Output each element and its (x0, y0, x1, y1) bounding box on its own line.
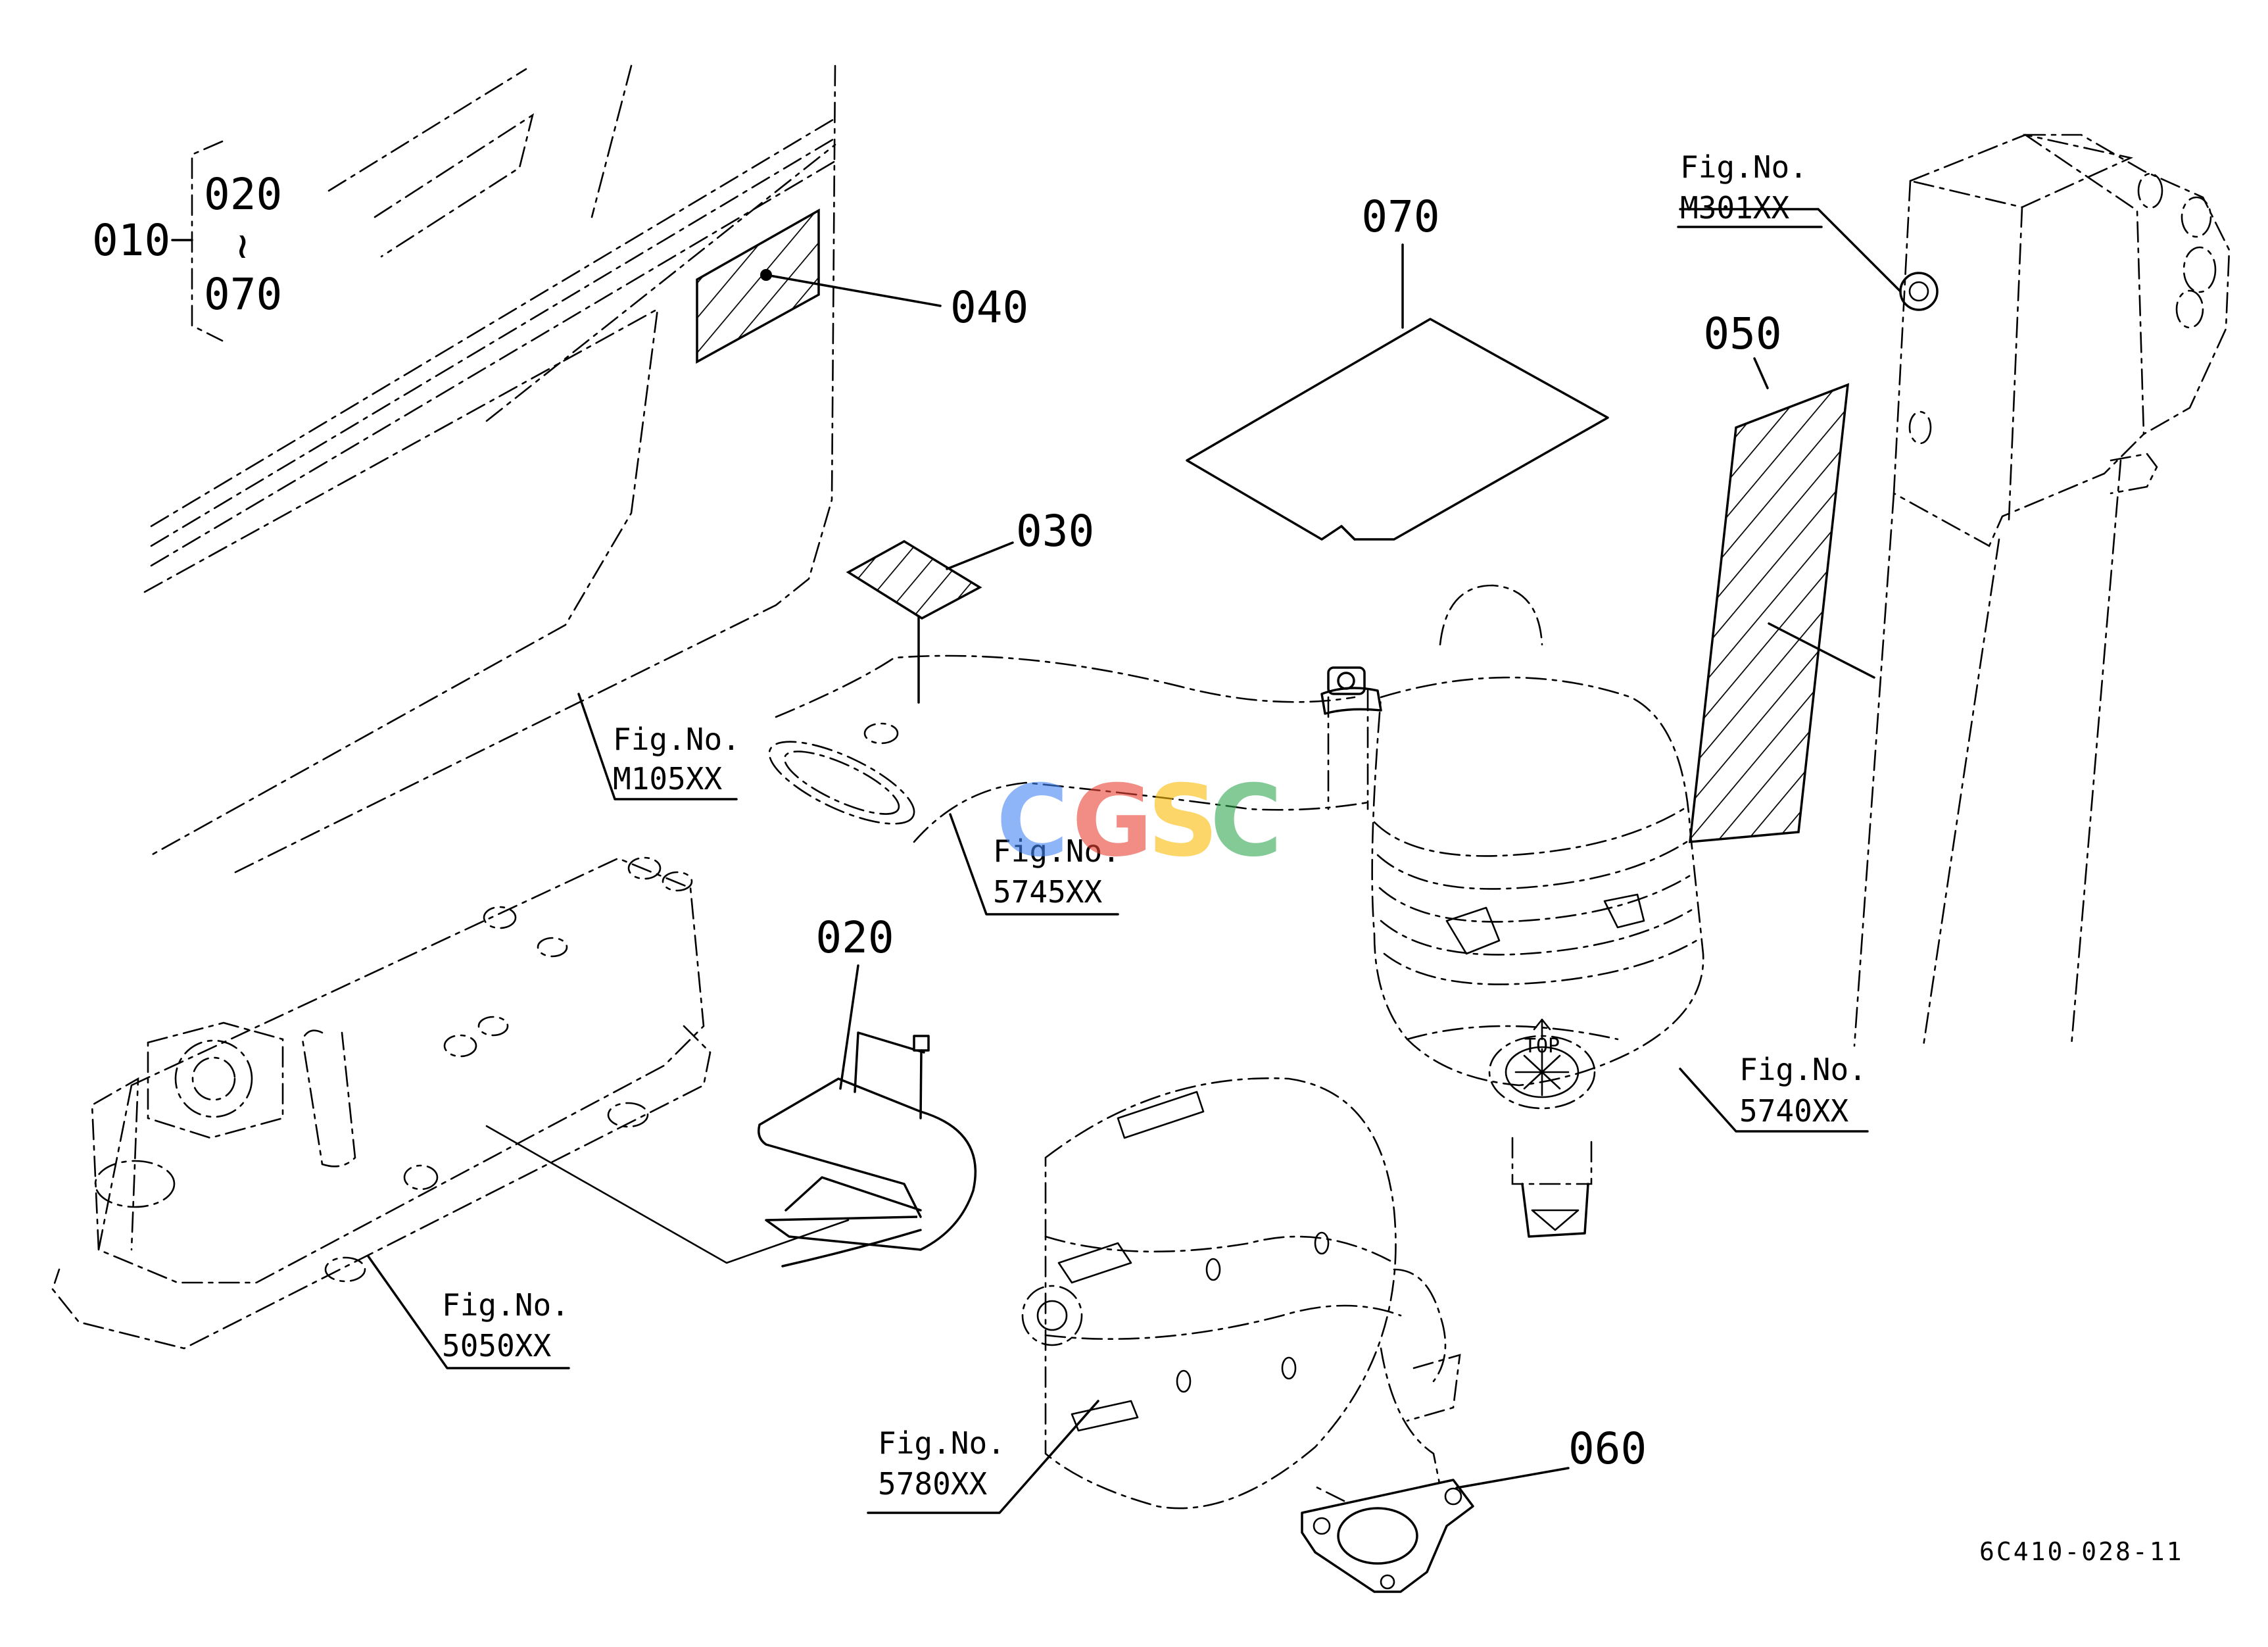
callout-030: 030 (1016, 506, 1094, 556)
callout-020: 020 (815, 912, 894, 963)
label-070-sheet (1186, 243, 1609, 541)
figref-m105-prefix: Fig.No. (613, 722, 740, 757)
air-cleaner-outline: TOP (1320, 584, 1704, 1238)
watermark-letter-4: C (1210, 764, 1282, 879)
figref-5745-prefix: Fig.No. (993, 833, 1121, 869)
rocker-cover-outline (51, 856, 712, 1350)
callout-group-010: 010 020 ~ 070 (92, 140, 282, 342)
watermark-letter-3: S (1147, 764, 1218, 879)
rops-bracket-outline (1679, 134, 2231, 1047)
figref-5050-prefix: Fig.No. (442, 1287, 569, 1323)
figref-5780-prefix: Fig.No. (878, 1425, 1005, 1461)
gasket-060 (1301, 1467, 1570, 1593)
intake-hose-outline (768, 654, 1369, 843)
figref-5740-number: 5740XX (1739, 1093, 1848, 1129)
figref-5745-number: 5745XX (993, 874, 1102, 910)
figref-5740: Fig.No. 5740XX (1679, 1052, 1869, 1133)
bonnet-side-panel-outline (143, 64, 836, 876)
label-020-wrap (485, 964, 977, 1267)
dpf-muffler-outline (1021, 1077, 1461, 1514)
label-030-decal (846, 539, 1014, 704)
watermark-letter-1: C (996, 764, 1069, 879)
figref-5050-number: 5050XX (442, 1328, 551, 1364)
label-040-decal (696, 208, 942, 364)
callout-range-start: 020 (204, 169, 282, 220)
cgsc-watermark: C G S C (996, 764, 1282, 879)
callout-range-tilde: ~ (218, 234, 269, 260)
label-050-decal (1689, 357, 1875, 843)
figref-m105-number: M105XX (613, 761, 722, 797)
drawing-code: 6C410-028-11 (1979, 1537, 2184, 1566)
callout-range-end: 070 (204, 269, 282, 320)
callout-050: 050 (1703, 308, 1781, 359)
figref-m301: Fig.No. M301XX (1677, 149, 1823, 228)
figref-5780-number: 5780XX (878, 1466, 987, 1502)
callout-010: 010 (92, 215, 170, 266)
callout-040: 040 (950, 282, 1028, 333)
watermark-letter-2: G (1072, 764, 1153, 879)
figref-m301-prefix: Fig.No. (1680, 149, 1808, 185)
figref-m301-number: M301XX (1680, 190, 1789, 226)
figref-5740-prefix: Fig.No. (1739, 1052, 1867, 1087)
callout-060: 060 (1568, 1423, 1647, 1474)
figref-5050: Fig.No. 5050XX (367, 1255, 570, 1369)
figref-5780: Fig.No. 5780XX (867, 1400, 1099, 1514)
figref-m105: Fig.No. M105XX (577, 693, 740, 800)
figref-5745: Fig.No. 5745XX (949, 813, 1121, 916)
callout-070: 070 (1361, 191, 1439, 242)
